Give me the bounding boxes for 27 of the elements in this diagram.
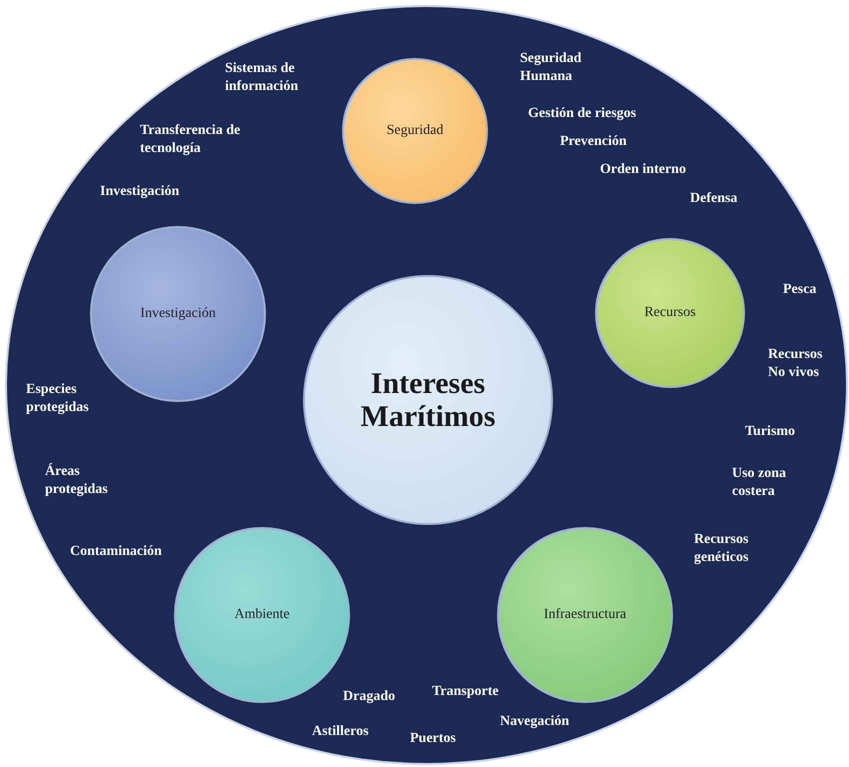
topic-item: Astilleros — [312, 723, 369, 740]
topic-item: Uso zona costera — [732, 465, 788, 500]
topic-label: Seguridad — [386, 123, 444, 139]
topic-item: Contaminación — [70, 543, 162, 560]
topic-item: Puertos — [410, 730, 456, 748]
topic-item: Seguridad Humana — [520, 50, 582, 85]
topic-item: Pesca — [783, 281, 816, 298]
topic-label: Infraestructura — [544, 607, 626, 623]
topic-item: Áreas protegidas — [45, 463, 109, 498]
topic-item: Gestión de riesgos — [528, 105, 636, 122]
topic-item: Recursos No vivos — [768, 346, 824, 381]
topic-item: Recursos genéticos — [694, 531, 750, 566]
topic-item: Navegación — [500, 713, 570, 730]
topic-label: Recursos — [644, 305, 696, 321]
topic-item: Sistemas de información — [225, 60, 300, 95]
topic-item: Dragado — [343, 688, 396, 706]
topic-item: Especies protegidas — [26, 381, 90, 416]
topic-item: Investigación — [100, 183, 180, 200]
topic-label: Investigación — [140, 306, 216, 322]
topic-item: Transferencia de tecnología — [140, 122, 242, 157]
topic-item: Defensa — [690, 190, 738, 208]
topic-label: Ambiente — [234, 607, 290, 623]
topic-item: Turismo — [745, 423, 796, 440]
central-title: Intereses Marítimos — [360, 367, 496, 433]
topic-item: Transporte — [432, 683, 499, 700]
topic-item: Orden interno — [600, 161, 686, 178]
topic-item: Prevención — [560, 133, 627, 150]
